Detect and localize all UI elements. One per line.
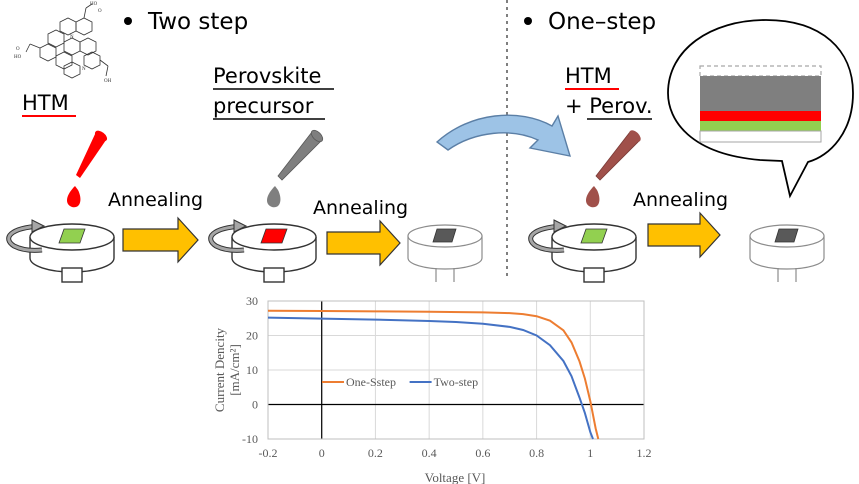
x-tick-label: 0 xyxy=(319,446,325,460)
one-step-htm-label: HTM xyxy=(565,64,612,88)
top-layer-outline xyxy=(699,65,822,77)
one-step-heading: One–step xyxy=(548,9,656,35)
legend-label: Two-step xyxy=(434,375,478,389)
x-tick-label: 0.2 xyxy=(368,446,383,460)
x-tick-label: 0.8 xyxy=(529,446,544,460)
htm-molecule-structure: HO O O HO OH N N xyxy=(14,2,112,84)
svg-text:N: N xyxy=(82,67,86,72)
bullet-one-step xyxy=(524,17,532,25)
y-tick-label: -10 xyxy=(242,432,258,446)
svg-text:O: O xyxy=(98,9,102,14)
x-axis-label: Voltage [V] xyxy=(425,470,486,484)
x-tick-label: 1 xyxy=(587,446,593,460)
htm-film-substrate xyxy=(58,228,86,244)
substrate-layer xyxy=(699,130,822,143)
y-axis-label-line1: Current Dencity xyxy=(212,327,227,412)
bullet-two-step xyxy=(124,17,132,25)
process-arrow-3 xyxy=(647,211,721,259)
chart-frame xyxy=(203,294,671,484)
svg-text:HO: HO xyxy=(14,55,22,60)
y-tick-label: 30 xyxy=(246,294,258,308)
jv-curve-chart: -0.2 0 0.2 0.4 0.6 0.8 1 1.2 30 20 10 0 -10 One-Sste… xyxy=(203,294,671,484)
svg-text:O: O xyxy=(16,47,20,52)
htm-layer xyxy=(700,121,821,131)
spin-coater-one-step xyxy=(528,219,637,283)
svg-text:N: N xyxy=(70,35,74,40)
y-tick-label: 10 xyxy=(246,363,258,377)
process-arrow-2 xyxy=(326,219,401,267)
htm-pipette-icon xyxy=(66,130,108,208)
chart-tick-labels: -0.2 0 0.2 0.4 0.6 0.8 1 1.2 30 20 10 0 -10 xyxy=(242,294,652,460)
two-step-heading: Two step xyxy=(147,9,248,35)
y-tick-label: 0 xyxy=(252,398,258,412)
chart-legend: One-Sstep Two-step xyxy=(322,375,478,389)
mixed-solution-pipette-icon xyxy=(585,130,641,208)
annealing-label-2: Annealing xyxy=(313,197,408,219)
y-tick-label: 20 xyxy=(246,329,258,343)
perovskite-film-substrate xyxy=(260,228,288,244)
chart-lines xyxy=(267,309,600,440)
red-layer xyxy=(700,111,821,121)
perovskite-pipette-icon xyxy=(266,129,324,208)
x-tick-label: 0.6 xyxy=(475,446,490,460)
process-arrow-1 xyxy=(122,216,199,264)
perovskite-label-line2: precursor xyxy=(213,94,314,118)
svg-text:OH: OH xyxy=(104,79,112,84)
series-line-two-step xyxy=(267,316,594,440)
x-tick-label: 0.4 xyxy=(422,446,437,460)
hotplate-one-step xyxy=(749,224,825,282)
annealing-label-1: Annealing xyxy=(108,189,203,211)
htm-label: HTM xyxy=(22,91,69,115)
y-axis-label-line2: [mA/cm²] xyxy=(227,344,242,396)
plot-area-border xyxy=(267,300,645,440)
annealed-film-two-step xyxy=(432,228,457,243)
spin-coater-perovskite xyxy=(208,219,317,283)
spin-coater-htm xyxy=(6,219,115,283)
x-tick-label: 1.2 xyxy=(637,446,652,460)
curved-transition-arrow xyxy=(435,114,572,157)
layer-stack-callout xyxy=(667,19,854,199)
x-tick-label: -0.2 xyxy=(259,446,278,460)
one-step-perov-label: + Perov. xyxy=(565,94,653,118)
annealing-label-3: Annealing xyxy=(633,189,728,211)
legend-label: One-Sstep xyxy=(346,375,396,389)
one-step-film-substrate xyxy=(580,228,608,244)
perovskite-layer xyxy=(700,76,821,111)
series-line-one-sstep xyxy=(267,309,600,440)
hotplate-two-step xyxy=(407,224,483,282)
perovskite-label-line1: Perovskite xyxy=(213,64,321,88)
svg-text:HO: HO xyxy=(90,2,98,7)
annealed-film-one-step xyxy=(774,228,799,243)
